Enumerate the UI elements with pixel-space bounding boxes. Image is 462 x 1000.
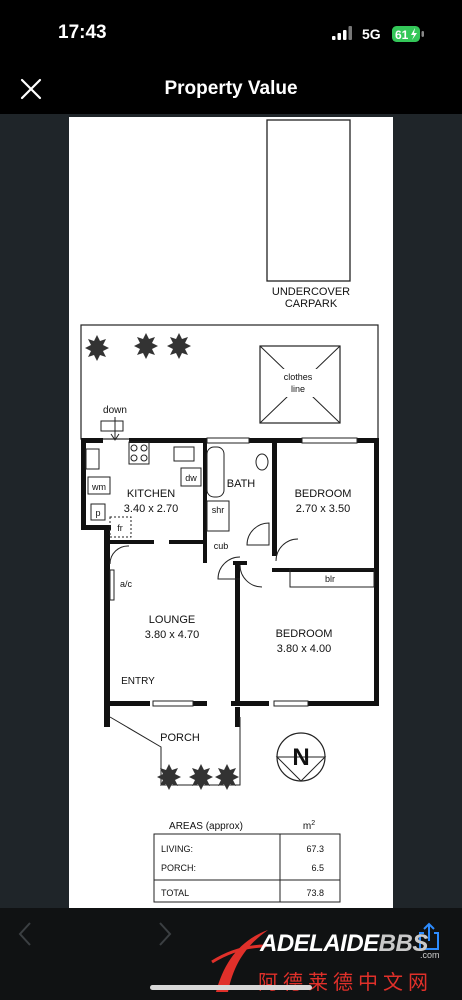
close-icon[interactable] xyxy=(18,76,44,102)
plants-top xyxy=(85,333,191,361)
fr-label: fr xyxy=(117,523,123,533)
image-viewer[interactable]: UNDERCOVER CARPARK clothes line down xyxy=(0,114,462,908)
wm-label: wm xyxy=(91,482,106,492)
kitchen-name: KITCHEN xyxy=(127,488,175,500)
watermark-dotcom: .com xyxy=(420,950,440,960)
bedroom2-name: BEDROOM xyxy=(276,628,333,640)
network-label: 5G xyxy=(362,26,381,42)
status-time: 17:43 xyxy=(58,22,107,43)
carpark-outline xyxy=(266,119,351,282)
status-bar: 17:43 5G 61 xyxy=(0,0,462,62)
watermark-logo: ADELAIDEBBS .com 阿德莱德中文网 xyxy=(210,916,460,996)
chevron-left-icon[interactable] xyxy=(16,920,34,948)
areas-row-value-1: 6.5 xyxy=(311,863,324,873)
bedroom2-size: 3.80 x 4.00 xyxy=(277,643,331,655)
clothesline-outline xyxy=(259,345,341,424)
shr-label: shr xyxy=(212,505,225,515)
battery-icon: 61 xyxy=(392,26,424,42)
carpark-label-line1: UNDERCOVER xyxy=(272,286,350,298)
floor-plan-image: UNDERCOVER CARPARK clothes line down xyxy=(69,117,393,908)
watermark-chinese: 阿德莱德中文网 xyxy=(258,970,433,994)
down-label: down xyxy=(103,405,127,416)
lounge-name: LOUNGE xyxy=(149,614,195,626)
yard-outline xyxy=(80,324,379,440)
areas-row-label-1: PORCH: xyxy=(161,863,196,873)
lounge-size: 3.80 x 4.70 xyxy=(145,629,199,641)
areas-unit: m2 xyxy=(303,820,315,832)
watermark-brand: ADELAIDEBBS xyxy=(260,930,428,957)
clothesline-label-line2: line xyxy=(291,384,305,394)
signal-icon xyxy=(332,26,352,40)
svg-text:N: N xyxy=(292,744,309,771)
windows xyxy=(152,437,358,707)
clothesline-label-line1: clothes xyxy=(284,372,313,382)
areas-row-value-0: 67.3 xyxy=(306,844,324,854)
page-title: Property Value xyxy=(164,78,298,99)
areas-row-value-2: 73.8 xyxy=(306,888,324,898)
share-icon[interactable] xyxy=(416,922,442,952)
p-label: p xyxy=(95,508,100,518)
areas-table xyxy=(153,833,341,903)
areas-title: AREAS (approx) xyxy=(169,821,243,832)
areas-row-label-2: TOTAL xyxy=(161,888,189,898)
nav-bar: Property Value xyxy=(0,62,462,114)
bedroom1-name: BEDROOM xyxy=(295,488,352,500)
swoosh-logo-icon xyxy=(211,930,268,992)
north-compass: N xyxy=(275,732,327,782)
blr-label: blr xyxy=(325,574,335,584)
chevron-right-icon[interactable] xyxy=(156,920,174,948)
dw-label: dw xyxy=(185,473,197,483)
home-indicator xyxy=(150,985,312,990)
kitchen-size: 3.40 x 2.70 xyxy=(124,503,178,515)
carpark-label-line2: CARPARK xyxy=(285,298,338,310)
bath-name: BATH xyxy=(227,478,256,490)
bedroom1-size: 2.70 x 3.50 xyxy=(296,503,350,515)
battery-level: 61 xyxy=(395,28,409,42)
cub-label: cub xyxy=(214,541,229,551)
porch-label: PORCH xyxy=(160,732,200,744)
ac-label: a/c xyxy=(120,579,133,589)
areas-row-label-0: LIVING: xyxy=(161,844,193,854)
plants-porch xyxy=(157,764,239,790)
entry-label: ENTRY xyxy=(121,676,155,687)
outer-walls xyxy=(81,438,379,727)
